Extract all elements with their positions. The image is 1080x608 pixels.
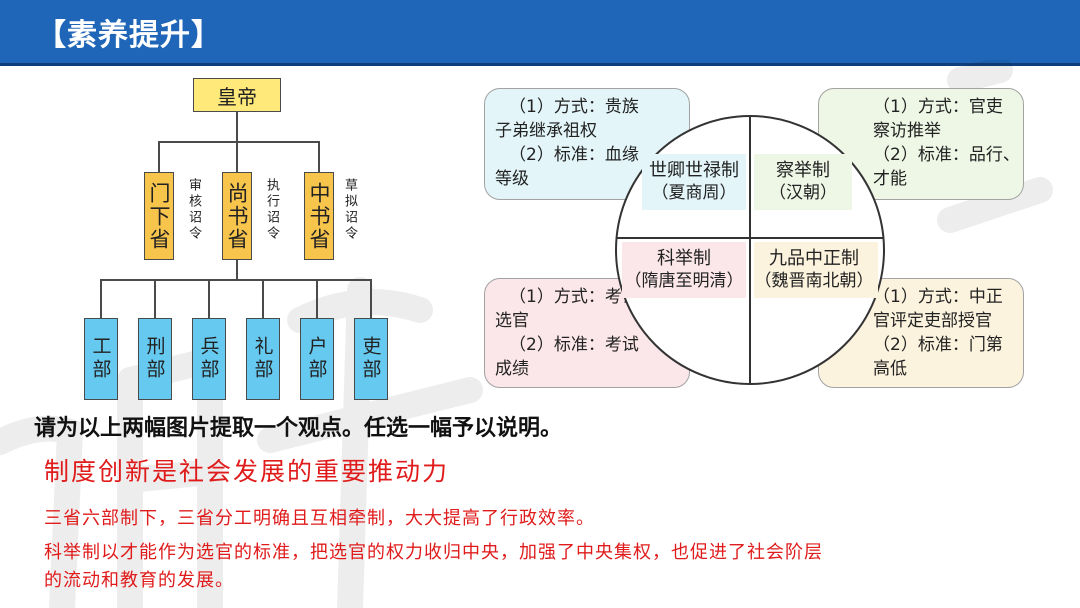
quadrant-chaju-bg bbox=[754, 154, 852, 210]
note-line: （2）标准：血缘 bbox=[509, 145, 639, 165]
note-line: （2）标准：考试 bbox=[509, 335, 639, 355]
quadrant-jiupin-bg bbox=[754, 242, 878, 298]
answer-line: 科举制以才能作为选官的标准，把选官的权力收归中央，加强了中央集权，也促进了社会阶… bbox=[44, 542, 823, 563]
system-era: （隋唐至明清） bbox=[624, 271, 744, 291]
note-line: （1）方式：贵族 bbox=[509, 97, 639, 117]
ministry-gong-box: 工部 bbox=[84, 318, 118, 400]
note-line: （2）标准：门第 bbox=[873, 335, 1003, 355]
note-line: （2）标准：品行、 bbox=[873, 145, 1020, 165]
ministry-libu-box: 吏部 bbox=[354, 318, 388, 400]
connector bbox=[316, 279, 318, 318]
connector bbox=[236, 141, 238, 172]
quadrant-chaju-label: 察举制 （汉朝） bbox=[754, 160, 852, 204]
ministry-hu-box: 户部 bbox=[300, 318, 334, 400]
note-line: 成绩 bbox=[495, 359, 529, 379]
connector bbox=[262, 279, 264, 318]
note-line: （1）方式：中正 bbox=[873, 287, 1003, 307]
connector bbox=[100, 279, 372, 281]
connector bbox=[318, 141, 320, 172]
quadrant-shiqing-label: 世卿世禄制 （夏商周） bbox=[642, 160, 746, 204]
note-line: 高低 bbox=[873, 359, 907, 379]
connector bbox=[236, 112, 238, 142]
connector bbox=[236, 260, 238, 280]
connector bbox=[100, 279, 102, 318]
dept-shangshu-duty: 执行诏令 bbox=[264, 178, 279, 242]
connector bbox=[158, 141, 320, 143]
quadrant-shiqing-bg bbox=[642, 154, 746, 210]
note-line: 官评定吏部授官 bbox=[873, 311, 992, 331]
note-chaju: （1）方式：官吏 察访推举 （2）标准：品行、 才能 bbox=[818, 88, 1024, 200]
system-name: 世卿世禄制 bbox=[649, 160, 739, 181]
system-era: （魏晋南北朝） bbox=[754, 271, 874, 291]
note-line: 子弟继承祖权 bbox=[495, 121, 597, 141]
dept-menxia-box: 门下省 bbox=[144, 172, 174, 260]
ministry-xing-box: 刑部 bbox=[138, 318, 172, 400]
answer-title: 制度创新是社会发展的重要推动力 bbox=[44, 457, 450, 486]
emperor-box: 皇帝 bbox=[193, 78, 281, 112]
note-line: 等级 bbox=[495, 169, 529, 189]
note-line: （1）方式：考试 bbox=[509, 287, 639, 307]
header-rule bbox=[0, 63, 1080, 66]
quadrant-keju-bg bbox=[622, 242, 746, 298]
ministry-bing-box: 兵部 bbox=[192, 318, 226, 400]
system-name: 九品中正制 bbox=[769, 248, 859, 269]
note-line: （1）方式：官吏 bbox=[873, 97, 1003, 117]
dept-zhongshu-duty: 草拟诏令 bbox=[342, 178, 357, 242]
quadrant-jiupin-label: 九品中正制 （魏晋南北朝） bbox=[752, 248, 876, 292]
dept-menxia-duty: 审核诏令 bbox=[186, 178, 201, 242]
connector bbox=[208, 279, 210, 318]
answer-line: 的流动和教育的发展。 bbox=[44, 570, 234, 591]
slide-title: 【素养提升】 bbox=[36, 18, 222, 53]
dept-zhongshu-box: 中书省 bbox=[304, 172, 334, 260]
system-era: （汉朝） bbox=[769, 183, 837, 203]
system-era: （夏商周） bbox=[651, 183, 737, 203]
question-text: 请为以上两幅图片提取一个观点。任选一幅予以说明。 bbox=[34, 416, 563, 441]
connector bbox=[370, 279, 372, 318]
dept-shangshu-box: 尚书省 bbox=[222, 172, 252, 260]
note-line: 察访推举 bbox=[873, 121, 941, 141]
note-line: 选官 bbox=[495, 311, 529, 331]
ministry-li-box: 礼部 bbox=[246, 318, 280, 400]
system-name: 察举制 bbox=[776, 160, 830, 181]
system-name: 科举制 bbox=[657, 248, 711, 269]
header-bar: 【素养提升】 bbox=[0, 0, 1080, 66]
systems-disc bbox=[615, 115, 885, 385]
connector bbox=[158, 141, 160, 172]
note-line: 才能 bbox=[873, 169, 907, 189]
quadrant-keju-label: 科举制 （隋唐至明清） bbox=[622, 248, 746, 292]
connector bbox=[154, 279, 156, 318]
answer-line: 三省六部制下，三省分工明确且互相牵制，大大提高了行政效率。 bbox=[44, 508, 595, 529]
